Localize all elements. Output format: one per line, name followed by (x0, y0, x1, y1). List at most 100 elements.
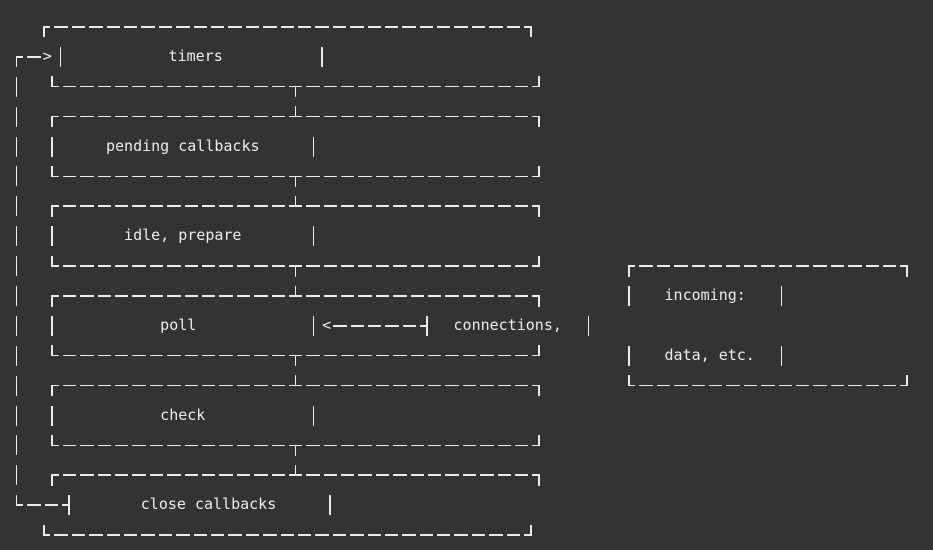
box-drawing-char (148, 371, 165, 401)
box-drawing-char (496, 251, 513, 281)
box-drawing-char (356, 460, 373, 490)
box-drawing-char (513, 460, 530, 490)
box-drawing-char (287, 460, 304, 490)
box-drawing-char (452, 12, 469, 42)
box-drawing-char (322, 191, 339, 221)
box-drawing-char (78, 341, 95, 371)
box-drawing-char (183, 72, 200, 102)
box-drawing-char (374, 430, 391, 460)
box-drawing-char (96, 430, 113, 460)
box-drawing-char (235, 161, 252, 191)
box-drawing-char (322, 102, 339, 132)
box-drawing-char (43, 72, 60, 102)
box-drawing-char (313, 12, 330, 42)
box-drawing-char (522, 520, 539, 550)
box-drawing-char (846, 251, 863, 281)
box-drawing-char (530, 430, 547, 460)
box-drawing-char (443, 371, 460, 401)
box-drawing-char (478, 430, 495, 460)
box-drawing-char (724, 371, 741, 401)
box-drawing-char (183, 371, 200, 401)
box-drawing-char (130, 251, 147, 281)
box-drawing-char (8, 161, 25, 191)
box-drawing-char (339, 72, 356, 102)
diagram-line: data, etc. (8, 341, 933, 371)
box-drawing-char (183, 460, 200, 490)
box-drawing-char (339, 341, 356, 371)
box-drawing-char (244, 520, 261, 550)
box-drawing-char (200, 371, 217, 401)
box-drawing-char (461, 251, 478, 281)
box-drawing-char (96, 161, 113, 191)
box-drawing-char (209, 12, 226, 42)
box-drawing-char (235, 430, 252, 460)
box-drawing-char (322, 371, 339, 401)
box-drawing-char (443, 72, 460, 102)
box-drawing-char (443, 341, 460, 371)
box-drawing-char (530, 72, 547, 102)
box-drawing-char (8, 102, 25, 132)
box-drawing-char (165, 281, 182, 311)
box-drawing-char (349, 311, 366, 341)
box-drawing-char (304, 371, 321, 401)
box-drawing-char (78, 430, 95, 460)
box-drawing-char (43, 251, 60, 281)
box-drawing-char (113, 251, 130, 281)
box-drawing-char (60, 490, 77, 520)
box-drawing-char (322, 281, 339, 311)
box-drawing-char (391, 341, 408, 371)
box-drawing-char (270, 281, 287, 311)
box-drawing-char (690, 371, 707, 401)
box-drawing-char (43, 281, 60, 311)
box-drawing-char (383, 12, 400, 42)
diagram-line: idle, prepare (8, 221, 933, 251)
box-drawing-char (811, 371, 828, 401)
box-drawing-char (96, 281, 113, 311)
box-drawing-char (183, 430, 200, 460)
box-drawing-char (52, 12, 69, 42)
box-drawing-char (409, 161, 426, 191)
box-drawing-char (96, 102, 113, 132)
box-drawing-char (183, 191, 200, 221)
diagram-line (8, 12, 933, 42)
box-drawing-char (391, 72, 408, 102)
box-drawing-char (105, 12, 122, 42)
box-drawing-char (391, 102, 408, 132)
box-drawing-char (391, 281, 408, 311)
box-drawing-char (374, 341, 391, 371)
box-drawing-char (374, 191, 391, 221)
box-drawing-char (374, 281, 391, 311)
box-drawing-char (435, 12, 452, 42)
box-drawing-char (200, 341, 217, 371)
box-drawing-char (530, 161, 547, 191)
box-drawing-char (287, 430, 304, 460)
box-drawing-char (496, 281, 513, 311)
box-drawing-char (304, 102, 321, 132)
box-drawing-char (235, 341, 252, 371)
box-drawing-char (8, 191, 25, 221)
box-drawing-char (348, 520, 365, 550)
box-drawing-char (794, 251, 811, 281)
box-drawing-char (200, 102, 217, 132)
box-drawing-char (78, 191, 95, 221)
box-drawing-char (217, 281, 234, 311)
box-drawing-char (304, 281, 321, 311)
box-drawing-char (409, 191, 426, 221)
box-drawing-char (43, 161, 60, 191)
box-drawing-char (148, 430, 165, 460)
box-drawing-char (443, 460, 460, 490)
box-drawing-char (8, 72, 25, 102)
box-drawing-char (226, 520, 243, 550)
box-drawing-char (426, 281, 443, 311)
box-drawing-char (707, 251, 724, 281)
box-drawing-char (217, 371, 234, 401)
box-drawing-char (348, 12, 365, 42)
box-drawing-char (61, 430, 78, 460)
box-drawing-char (374, 460, 391, 490)
box-drawing-char (148, 341, 165, 371)
box-drawing-char (61, 281, 78, 311)
diagram-line (8, 102, 933, 132)
box-drawing-char (78, 251, 95, 281)
box-drawing-char (321, 490, 338, 520)
box-drawing-char (391, 251, 408, 281)
